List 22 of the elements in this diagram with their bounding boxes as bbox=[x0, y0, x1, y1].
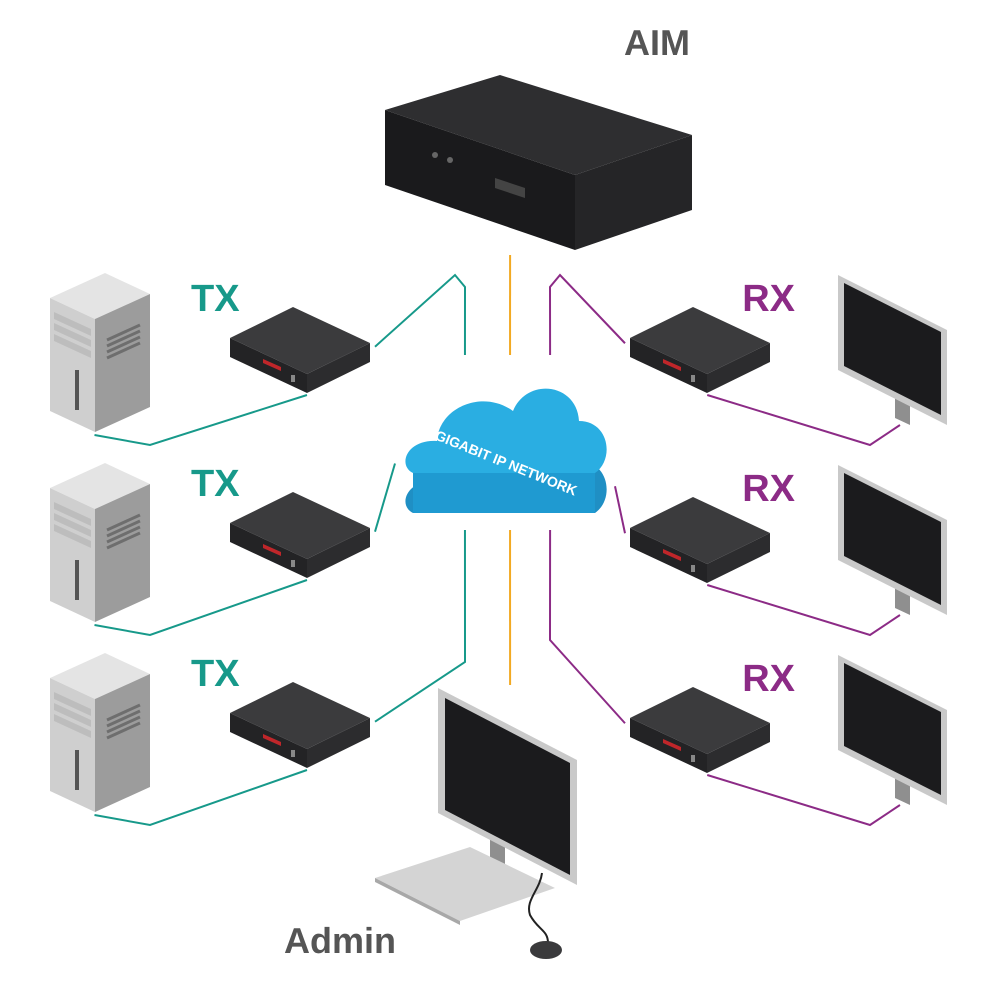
device-label: TX bbox=[191, 655, 240, 693]
network-cable bbox=[549, 530, 626, 724]
device-label: RX bbox=[742, 470, 795, 508]
network-cable bbox=[374, 530, 466, 723]
network-cable bbox=[94, 579, 308, 636]
network-cable bbox=[706, 394, 901, 446]
network-cable bbox=[509, 255, 512, 355]
workstation-label: Admin bbox=[284, 923, 396, 959]
network-cable bbox=[374, 274, 466, 355]
network-cable bbox=[509, 530, 512, 685]
network-cable bbox=[549, 274, 626, 355]
network-cable bbox=[706, 584, 901, 636]
network-cable bbox=[614, 486, 626, 534]
device-label: RX bbox=[742, 660, 795, 698]
network-cable bbox=[706, 774, 901, 826]
device-label: RX bbox=[742, 280, 795, 318]
device-label: TX bbox=[191, 465, 240, 503]
network-cable bbox=[94, 769, 308, 826]
network-cable bbox=[374, 463, 396, 532]
network-cable bbox=[94, 394, 308, 446]
device-label: TX bbox=[191, 280, 240, 318]
device-label: AIM bbox=[624, 25, 690, 61]
